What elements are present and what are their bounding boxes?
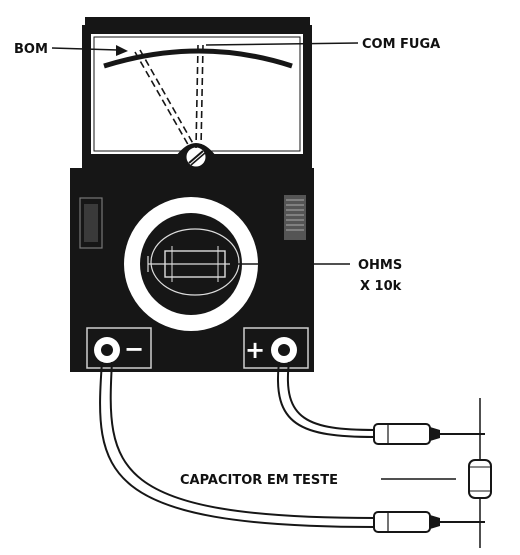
terminal-box-negative [86, 327, 152, 369]
label-leaky: COM FUGA [362, 37, 440, 52]
side-switch-left[interactable] [79, 197, 103, 249]
range-selector-knob[interactable] [124, 197, 258, 331]
screw-slot [188, 150, 204, 164]
label-range-mult: X 10k [360, 279, 402, 294]
jack-negative[interactable] [94, 337, 120, 363]
capacitor-under-test [468, 398, 492, 548]
side-switch-right[interactable] [284, 195, 306, 240]
scale-arc [103, 48, 293, 69]
pointer-leaky [205, 42, 359, 46]
arrowhead-good [116, 45, 128, 56]
test-lead-positive [277, 361, 376, 438]
jack-positive[interactable] [271, 337, 297, 363]
screw-slot-2 [190, 152, 206, 166]
label-range-unit: OHMS [358, 258, 402, 273]
multimeter [70, 17, 314, 372]
label-good: BOM [14, 42, 48, 57]
terminal-box-positive [243, 327, 309, 369]
needle-good-position [134, 49, 196, 149]
label-capacitor: CAPACITOR EM TESTE [180, 473, 338, 488]
probe-negative [373, 511, 485, 533]
pointer-good [51, 47, 119, 51]
probe-positive [373, 423, 485, 445]
test-lead-negative [99, 361, 376, 528]
needle-leaky-position [195, 44, 204, 149]
terminal-negative-sign: − [124, 335, 144, 363]
terminal-positive-sign: + [245, 336, 265, 364]
meter-case-top [85, 17, 310, 27]
